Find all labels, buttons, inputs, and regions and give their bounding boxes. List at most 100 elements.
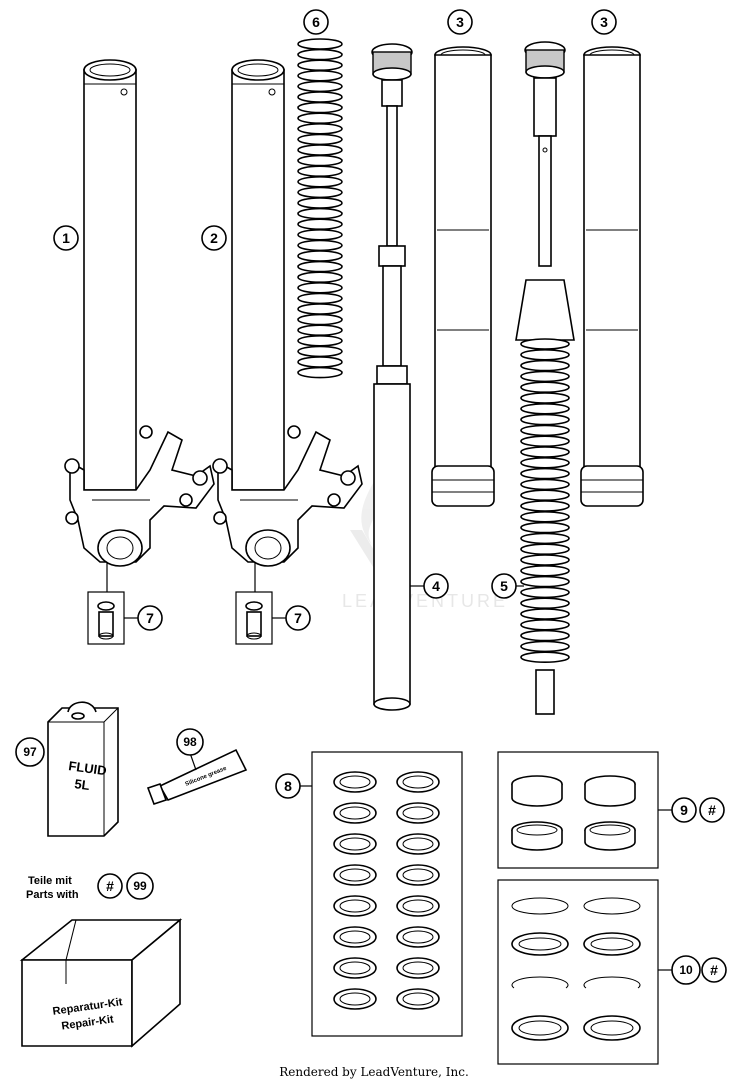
svg-text:6: 6 xyxy=(312,14,320,30)
spring-coil xyxy=(520,575,570,588)
spring-coil xyxy=(297,313,343,326)
part-97-fork-fluid-can[interactable]: FLUID 5L xyxy=(47,701,119,837)
spring-coil xyxy=(520,370,570,383)
bushing-ring xyxy=(396,988,440,1010)
part-8-box xyxy=(311,751,463,1037)
callout-5[interactable]: 5 xyxy=(491,573,517,599)
bushing-ring xyxy=(396,864,440,886)
spring-coil xyxy=(297,186,343,199)
part-3-inner-tube-left[interactable] xyxy=(431,46,495,507)
bushing-ring-inner xyxy=(402,868,434,882)
part-8-bushings[interactable] xyxy=(333,771,440,1010)
can-label-line2: 5L xyxy=(74,776,91,793)
spring-coil xyxy=(520,640,570,653)
callout-7-left[interactable]: 7 xyxy=(137,605,163,631)
spring-coil xyxy=(520,446,570,458)
spring-coil xyxy=(520,478,570,491)
bushing-ring-inner xyxy=(402,899,434,913)
spring-coil xyxy=(520,435,570,448)
spring-coil xyxy=(297,260,343,273)
part-7-bolt-left[interactable] xyxy=(87,591,138,645)
spring-coil xyxy=(520,586,570,599)
spring-coil xyxy=(297,197,343,209)
svg-text:3: 3 xyxy=(456,14,464,30)
bushing-ring xyxy=(333,988,377,1010)
part-1-outer-tube[interactable] xyxy=(64,59,215,592)
svg-text:5: 5 xyxy=(500,578,508,594)
spring-coil xyxy=(520,348,570,361)
bushing-ring xyxy=(333,864,377,886)
spring-coil xyxy=(297,48,343,61)
spring-coil xyxy=(297,101,343,114)
part-9-sliding-bushings[interactable] xyxy=(511,775,636,851)
part-98-grease-tube[interactable]: Silicone grease xyxy=(146,748,248,806)
bushing-ring xyxy=(396,833,440,855)
callout-99[interactable]: 99 xyxy=(126,872,154,900)
svg-text:97: 97 xyxy=(23,745,37,759)
spring-coil xyxy=(297,334,343,347)
watermark-text: LEADVENTURE xyxy=(342,591,508,611)
repair-kit-box[interactable]: Reparatur-Kit Repair-Kit xyxy=(19,918,183,1048)
spring-coil xyxy=(297,91,343,103)
svg-text:2: 2 xyxy=(210,230,218,246)
bushing-ring-inner xyxy=(339,775,371,789)
spring-coil xyxy=(297,176,343,188)
spring-coil xyxy=(520,392,570,404)
callout-3-right[interactable]: 3 xyxy=(591,9,617,35)
svg-text:#: # xyxy=(708,802,716,818)
spring-coil xyxy=(297,207,343,220)
spring-coil xyxy=(297,239,343,252)
spring-coil xyxy=(297,229,343,241)
callout-98[interactable]: 98 xyxy=(176,728,204,756)
bushing-ring-inner xyxy=(339,899,371,913)
bushing-ring-inner xyxy=(339,837,371,851)
callout-3-left[interactable]: 3 xyxy=(447,9,473,35)
part-4-cartridge[interactable] xyxy=(371,43,424,711)
spring-coil xyxy=(297,38,343,50)
bushing-ring xyxy=(333,802,377,824)
spring-coil xyxy=(297,112,343,124)
bushing-ring xyxy=(333,895,377,917)
svg-text:#: # xyxy=(106,878,114,894)
spring-coil xyxy=(520,424,570,437)
bushing-ring xyxy=(396,802,440,824)
part-7-bolt-right[interactable] xyxy=(235,591,286,645)
part-3-inner-tube-right[interactable] xyxy=(580,46,644,507)
spring-coil xyxy=(297,292,343,305)
bushing-ring-inner xyxy=(339,806,371,820)
callout-9[interactable]: 9 xyxy=(671,797,697,823)
bushing-ring-inner xyxy=(339,930,371,944)
spring-coil xyxy=(297,59,343,71)
callout-7-right[interactable]: 7 xyxy=(285,605,311,631)
callout-2[interactable]: 2 xyxy=(201,225,227,251)
part-2-outer-tube[interactable] xyxy=(212,59,363,592)
svg-text:9: 9 xyxy=(680,802,688,818)
callout-6[interactable]: 6 xyxy=(303,9,329,35)
callout-1[interactable]: 1 xyxy=(53,225,79,251)
part-10-seal-kit[interactable] xyxy=(511,897,641,1041)
callout-9-hash[interactable]: # xyxy=(699,797,725,823)
part-5-cartridge-spring[interactable] xyxy=(515,41,575,715)
callout-8[interactable]: 8 xyxy=(275,773,301,799)
spring-coil xyxy=(297,80,343,93)
spring-coil xyxy=(520,338,570,350)
callout-97[interactable]: 97 xyxy=(15,737,45,767)
bushing-ring-inner xyxy=(402,930,434,944)
spring-coil xyxy=(297,345,343,358)
spring-coil xyxy=(520,618,570,631)
spring-coil xyxy=(297,324,343,337)
spring-coil xyxy=(297,133,343,146)
bushing-ring-inner xyxy=(402,806,434,820)
callout-10-hash[interactable]: # xyxy=(701,957,727,983)
svg-text:1: 1 xyxy=(62,230,70,246)
svg-text:7: 7 xyxy=(294,610,302,626)
spring-coil xyxy=(297,356,343,368)
callout-4[interactable]: 4 xyxy=(423,573,449,599)
part-6-spring[interactable] xyxy=(297,38,343,379)
spring-coil xyxy=(520,467,570,480)
can-label-line1: FLUID xyxy=(68,758,108,778)
spring-coil xyxy=(520,651,570,664)
callout-10[interactable]: 10 xyxy=(671,955,701,985)
callout-99-hash[interactable]: # xyxy=(97,873,123,899)
bushing-ring-inner xyxy=(339,868,371,882)
